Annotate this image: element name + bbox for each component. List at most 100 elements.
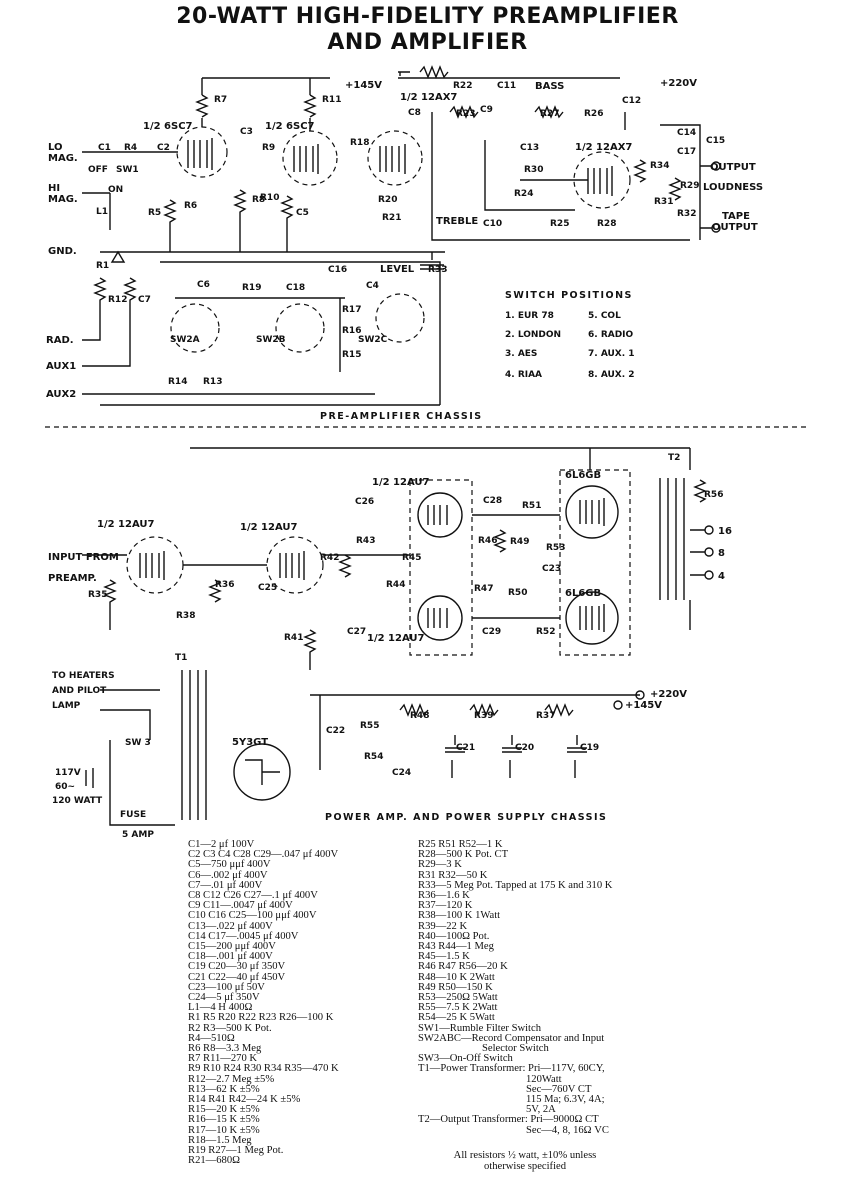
part-spec-left: R2 R3—500 K Pot. bbox=[188, 1022, 272, 1034]
component-ref-label: R33 bbox=[428, 265, 447, 275]
part-spec-left: C13—.022 μf 400V bbox=[188, 920, 273, 932]
component-ref-label: R7 bbox=[214, 95, 227, 105]
part-spec-right: R53—250Ω 5Watt bbox=[418, 992, 498, 1004]
part-spec-right: R48—10 K 2Watt bbox=[418, 971, 495, 983]
part-spec-right: T2—Output Transformer: Pri—9000Ω CT bbox=[418, 1114, 599, 1126]
part-spec-left: C23—100 μf 50V bbox=[188, 981, 265, 993]
switch-position-7: 7. AUX. 1 bbox=[588, 349, 635, 359]
heaters-label-2: AND PILOT bbox=[52, 686, 107, 696]
switch-position-4: 4. RIAA bbox=[505, 370, 542, 380]
component-ref-label: R23 bbox=[456, 109, 475, 119]
part-spec-left: R14 R41 R42—24 K ±5% bbox=[188, 1094, 301, 1106]
part-spec-left: C8 C12 C26 C27—.1 μf 400V bbox=[188, 890, 318, 902]
part-spec-right: Selector Switch bbox=[482, 1043, 549, 1055]
switch-position-8: 8. AUX. 2 bbox=[588, 370, 635, 380]
level-label: LEVEL bbox=[380, 264, 415, 275]
part-spec-right: Sec—760V CT bbox=[526, 1083, 592, 1095]
tap-4-label: 4 bbox=[718, 571, 725, 582]
footnote-line-2: otherwise specified bbox=[483, 1160, 567, 1172]
switch-position-1: 1. EUR 78 bbox=[505, 311, 554, 321]
switch-position-3: 3. AES bbox=[505, 349, 537, 359]
tap-8-label: 8 bbox=[718, 548, 725, 559]
input-from-label: INPUT FROM bbox=[48, 552, 119, 563]
sw2c-label: SW2C bbox=[358, 335, 388, 345]
supply-220v-label: +220V bbox=[660, 78, 697, 89]
part-spec-right: Sec—4, 8, 16Ω VC bbox=[526, 1124, 609, 1136]
component-ref-label: R18 bbox=[350, 138, 369, 148]
component-ref-label: R45 bbox=[402, 553, 421, 563]
tap-16-label: 16 bbox=[718, 526, 732, 537]
component-ref-label: C11 bbox=[497, 81, 516, 91]
component-ref-label: C25 bbox=[258, 583, 277, 593]
tube-label-6l6-top: 6L6GB bbox=[565, 470, 601, 481]
pa-supply-145v-label: +145V bbox=[625, 700, 662, 711]
lo-mag-input-label: LO bbox=[48, 142, 63, 153]
gnd-label: GND. bbox=[48, 246, 77, 257]
component-ref-label: R21 bbox=[382, 213, 401, 223]
pa-supply-220v-label: +220V bbox=[650, 689, 687, 700]
component-ref-label: R35 bbox=[88, 590, 107, 600]
off-label: OFF bbox=[88, 165, 108, 175]
tube-label-pa-v3: 1/2 12AU7 bbox=[372, 477, 430, 488]
part-spec-right: R29—3 K bbox=[418, 859, 462, 871]
tube-label-v2: 1/2 6SC7 bbox=[265, 121, 315, 132]
preamp-section bbox=[82, 65, 721, 406]
part-spec-left: C1—2 μf 100V bbox=[188, 839, 255, 850]
component-ref-label: R1 bbox=[96, 261, 109, 271]
component-ref-label: C27 bbox=[347, 627, 366, 637]
component-ref-label: C19 bbox=[580, 743, 599, 753]
component-ref-label: R6 bbox=[184, 201, 197, 211]
switch-position-6: 6. RADIO bbox=[588, 330, 634, 340]
tape-output-label-1: TAPE bbox=[722, 211, 750, 222]
sw2a-label: SW2A bbox=[170, 335, 200, 345]
component-ref-label: C28 bbox=[483, 496, 502, 506]
t2-label: T2 bbox=[668, 453, 680, 463]
component-ref-label: C8 bbox=[408, 108, 421, 118]
tube-label-rectifier: 5Y3GT bbox=[232, 737, 268, 748]
component-ref-label: R37 bbox=[536, 711, 555, 721]
part-spec-left: R18—1.5 Meg bbox=[188, 1134, 252, 1146]
part-spec-right: R28—500 K Pot. CT bbox=[418, 849, 509, 861]
part-spec-left: R9 R10 R24 R30 R34 R35—470 K bbox=[188, 1063, 339, 1075]
heaters-label-3: LAMP bbox=[52, 701, 81, 711]
part-spec-left: R4—510Ω bbox=[188, 1032, 235, 1044]
component-ref-label: R49 bbox=[510, 537, 529, 547]
bass-label: BASS bbox=[535, 81, 564, 92]
component-ref-label: R22 bbox=[453, 81, 472, 91]
part-spec-right: R36—1.6 K bbox=[418, 890, 470, 902]
component-ref-label: C23 bbox=[542, 564, 561, 574]
sw2b-label: SW2B bbox=[256, 335, 286, 345]
loudness-label: LOUDNESS bbox=[703, 182, 763, 193]
part-spec-left: C19 C20—30 μf 350V bbox=[188, 961, 286, 973]
page-title-line-1: 20-WATT HIGH-FIDELITY PREAMPLIFIER bbox=[176, 4, 679, 29]
part-spec-left: C6—.002 μf 400V bbox=[188, 869, 268, 881]
footnote-line-1: All resistors ½ watt, ±10% unless bbox=[453, 1150, 597, 1161]
component-ref-label: R5 bbox=[148, 208, 161, 218]
power-chassis-label: POWER AMP. AND POWER SUPPLY CHASSIS bbox=[325, 812, 607, 823]
component-ref-label: R36 bbox=[215, 580, 234, 590]
component-ref-label: C17 bbox=[677, 147, 696, 157]
component-ref-label: R10 bbox=[260, 193, 279, 203]
sw3-label: SW 3 bbox=[125, 738, 151, 748]
switch-position-2: 2. LONDON bbox=[505, 330, 561, 340]
part-spec-right: R33—5 Meg Pot. Tapped at 175 K and 310 K bbox=[418, 879, 613, 891]
component-ref-label: C5 bbox=[296, 208, 309, 218]
component-ref-label: R52 bbox=[536, 627, 555, 637]
part-spec-right: R54—25 K 5Watt bbox=[418, 1012, 495, 1024]
component-ref-label: C21 bbox=[456, 743, 475, 753]
component-ref-label: R50 bbox=[508, 588, 527, 598]
part-spec-left: R12—2.7 Meg ±5% bbox=[188, 1073, 275, 1085]
component-ref-label: R56 bbox=[704, 490, 723, 500]
component-ref-label: C24 bbox=[392, 768, 411, 778]
part-spec-left: L1—4 H 400Ω bbox=[188, 1002, 253, 1014]
tape-output-label-2: OUTPUT bbox=[712, 222, 758, 233]
part-spec-right: R49 R50—150 K bbox=[418, 981, 493, 993]
part-spec-right: R45—1.5 K bbox=[418, 951, 470, 963]
aux1-input-label: AUX1 bbox=[46, 361, 76, 372]
tube-label-v4: 1/2 12AX7 bbox=[575, 142, 632, 153]
component-ref-label: R13 bbox=[203, 377, 222, 387]
treble-label: TREBLE bbox=[436, 216, 478, 227]
part-spec-right: R40—100Ω Pot. bbox=[418, 930, 490, 942]
part-spec-left: R1 R5 R20 R22 R23 R26—100 K bbox=[188, 1012, 334, 1024]
component-ref-label: C12 bbox=[622, 96, 641, 106]
